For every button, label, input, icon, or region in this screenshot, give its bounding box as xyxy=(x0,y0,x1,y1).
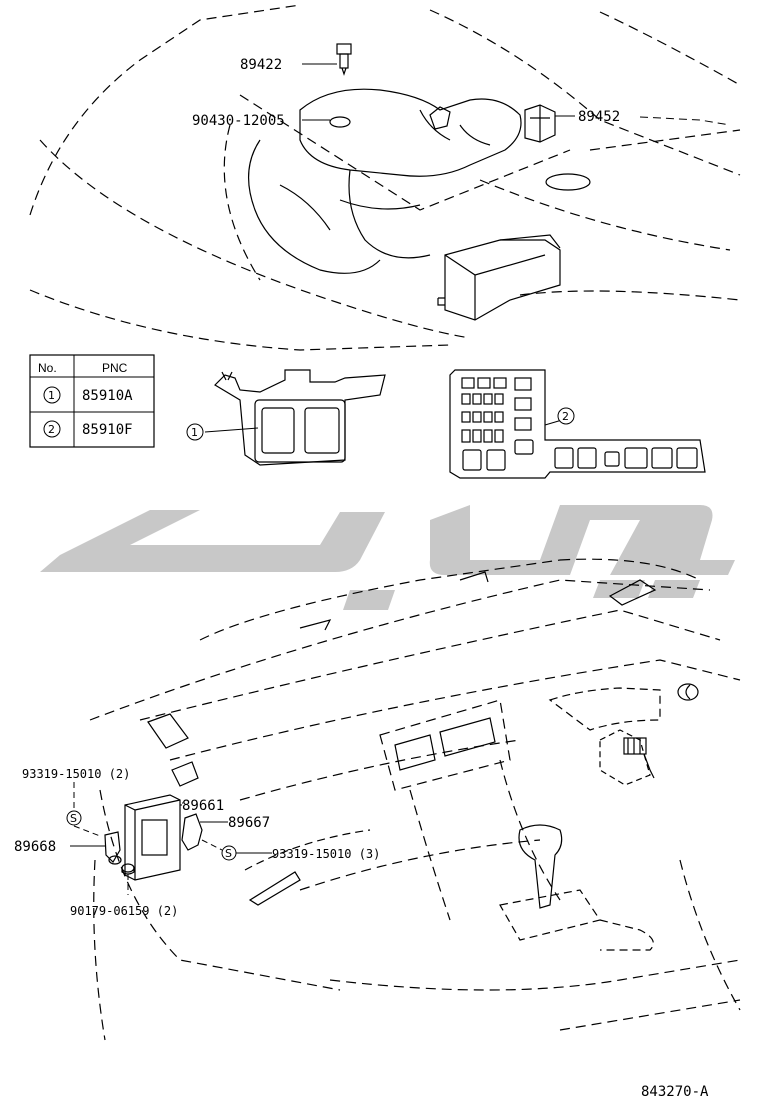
part-89661-label: 89661 xyxy=(182,798,224,814)
windshield-line xyxy=(429,9,741,176)
part-89422-label: 89422 xyxy=(240,57,282,73)
part-93319-15010-3-label: 93319-15010 (3) xyxy=(272,847,380,861)
relay-block xyxy=(449,369,706,479)
svg-text:S: S xyxy=(225,847,232,860)
gear-shifter xyxy=(518,824,563,909)
sensor-89452-icon xyxy=(524,104,556,143)
table-row-2-no: 2 xyxy=(48,423,55,436)
svg-text:S: S xyxy=(70,812,77,825)
part-89452-label: 89452 xyxy=(578,109,620,125)
bolt-90179-icon xyxy=(121,863,135,875)
dash-top-line xyxy=(89,579,711,721)
s-mark-left: S xyxy=(66,810,82,826)
ecu-89661-icon xyxy=(124,794,181,881)
table-header-no: No. xyxy=(38,361,57,375)
glovebox xyxy=(248,871,301,906)
relay-bracket xyxy=(214,369,386,466)
part-89668-label: 89668 xyxy=(14,839,56,855)
connector-icon xyxy=(623,737,655,779)
table-row-1-pnc: 85910A xyxy=(82,388,133,404)
sensor-89422-icon xyxy=(336,43,352,76)
part-93319-15010-2-label: 93319-15010 (2) xyxy=(22,767,130,781)
part-90179-06159-label: 90179-06159 (2) xyxy=(70,904,178,918)
engine-bay-view xyxy=(29,4,741,351)
bracket-89667-icon xyxy=(181,813,203,851)
intake-manifold xyxy=(299,88,522,177)
table-row-1-no: 1 xyxy=(48,389,55,402)
callout-2: 2 xyxy=(562,410,569,423)
watermark-logo xyxy=(40,505,735,610)
part-90430-12005-label: 90430-12005 xyxy=(192,113,285,129)
vent-left xyxy=(147,713,189,749)
pnc-table: No. PNC 1 85910A 2 85910F xyxy=(29,354,155,448)
part-89667-label: 89667 xyxy=(228,815,270,831)
diagram-id: 843270-A xyxy=(641,1084,709,1100)
fuse-box xyxy=(444,239,561,321)
leader-lines-top xyxy=(302,63,731,126)
center-console xyxy=(379,699,511,791)
callout-1: 1 xyxy=(191,426,198,439)
table-header-pnc: PNC xyxy=(102,361,128,375)
bracket-89668-icon xyxy=(104,831,122,865)
dashboard-view xyxy=(89,558,741,1041)
s-mark-right: S xyxy=(221,845,237,861)
leader-lines-bottom xyxy=(70,782,272,895)
table-row-2-pnc: 85910F xyxy=(82,422,133,438)
fender-outline xyxy=(39,139,471,339)
hood-outline xyxy=(29,4,301,216)
